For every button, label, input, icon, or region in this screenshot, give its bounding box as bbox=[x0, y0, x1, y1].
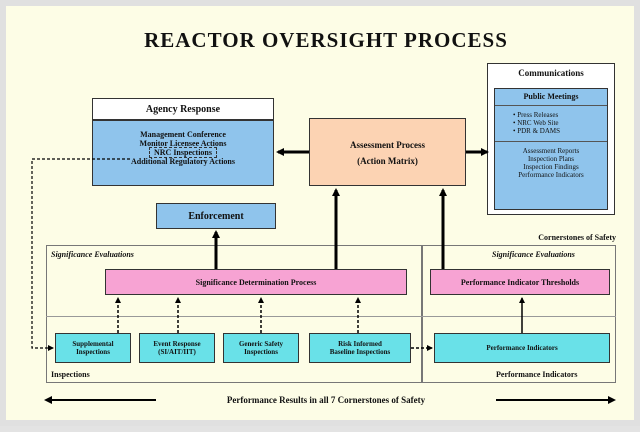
significance-evaluations-label-right: Significance Evaluations bbox=[492, 250, 575, 259]
communications-bullets: • Press Releases • NRC Web Site • PDR & … bbox=[513, 111, 603, 135]
inspection-line1: Risk Informed bbox=[338, 340, 382, 348]
report-item: Inspection Plans bbox=[527, 155, 575, 163]
communications-header: Communications bbox=[518, 68, 584, 78]
arrow-nrc-inspections-loop bbox=[31, 158, 130, 351]
communications-panel: Communications Public Meetings • Press R… bbox=[487, 63, 615, 215]
public-meetings-label: Public Meetings bbox=[523, 92, 579, 101]
inspection-line1: Event Response bbox=[153, 340, 201, 348]
bullet-item: • Press Releases bbox=[513, 111, 559, 119]
bullet-item: • PDR & DAMS bbox=[513, 127, 560, 135]
bullet-item: • NRC Web Site bbox=[513, 119, 559, 127]
nrc-inspections-label: NRC Inspections bbox=[148, 147, 217, 158]
inspection-line1: Generic Safety bbox=[238, 340, 284, 348]
inspections-label: Inspections bbox=[51, 370, 90, 379]
inspection-line2: Inspections bbox=[76, 348, 110, 356]
inspection-line2: Baseline Inspections bbox=[329, 348, 391, 356]
sdp-box: Significance Determination Process bbox=[105, 269, 407, 295]
inspection-line1: Supplemental bbox=[72, 340, 114, 348]
communications-divider bbox=[495, 105, 607, 106]
connector-arrows bbox=[31, 148, 616, 404]
agency-item: NRC Inspections bbox=[93, 147, 273, 158]
performance-indicators-box: Performance Indicators bbox=[434, 333, 610, 363]
inspection-box: Generic Safety Inspections bbox=[223, 333, 299, 363]
agency-item: Additional Regulatory Actions bbox=[130, 157, 235, 166]
communications-divider bbox=[495, 141, 607, 142]
inspections-divider bbox=[46, 316, 422, 317]
footer-text: Performance Results in all 7 Cornerstone… bbox=[156, 391, 496, 409]
performance-indicators-label: Performance Indicators bbox=[496, 370, 578, 379]
inspection-box: Risk Informed Baseline Inspections bbox=[309, 333, 411, 363]
report-item: Performance Indicators bbox=[518, 171, 584, 179]
inspection-box: Event Response (SI/AIT/IIT) bbox=[139, 333, 215, 363]
inspection-box: Supplemental Inspections bbox=[55, 333, 131, 363]
cornerstones-label: Cornerstones of Safety bbox=[538, 233, 616, 242]
pi-thresholds-box: Performance Indicator Thresholds bbox=[430, 269, 610, 295]
communications-body: Public Meetings • Press Releases • NRC W… bbox=[494, 88, 608, 210]
agency-item: Management Conference bbox=[140, 130, 226, 139]
inspection-line2: (SI/AIT/IIT) bbox=[158, 348, 196, 356]
inspection-line2: Inspections bbox=[244, 348, 278, 356]
assessment-line1: Assessment Process bbox=[349, 140, 426, 150]
assessment-line2: (Action Matrix) bbox=[357, 156, 418, 166]
communications-reports: Assessment Reports Inspection Plans Insp… bbox=[495, 147, 607, 179]
pi-divider bbox=[422, 316, 616, 317]
assessment-process-box: Assessment Process (Action Matrix) bbox=[309, 118, 466, 186]
report-item: Inspection Findings bbox=[523, 163, 579, 171]
agency-response-header: Agency Response bbox=[92, 98, 274, 120]
report-item: Assessment Reports bbox=[522, 147, 580, 155]
agency-response-box: Management Conference Monitor Licensee A… bbox=[92, 120, 274, 186]
significance-evaluations-label-left: Significance Evaluations bbox=[51, 250, 134, 259]
enforcement-box: Enforcement bbox=[156, 203, 276, 229]
agency-item: Monitor Licensee Actions bbox=[139, 139, 227, 148]
page-title: REACTOR OVERSIGHT PROCESS bbox=[144, 28, 508, 52]
